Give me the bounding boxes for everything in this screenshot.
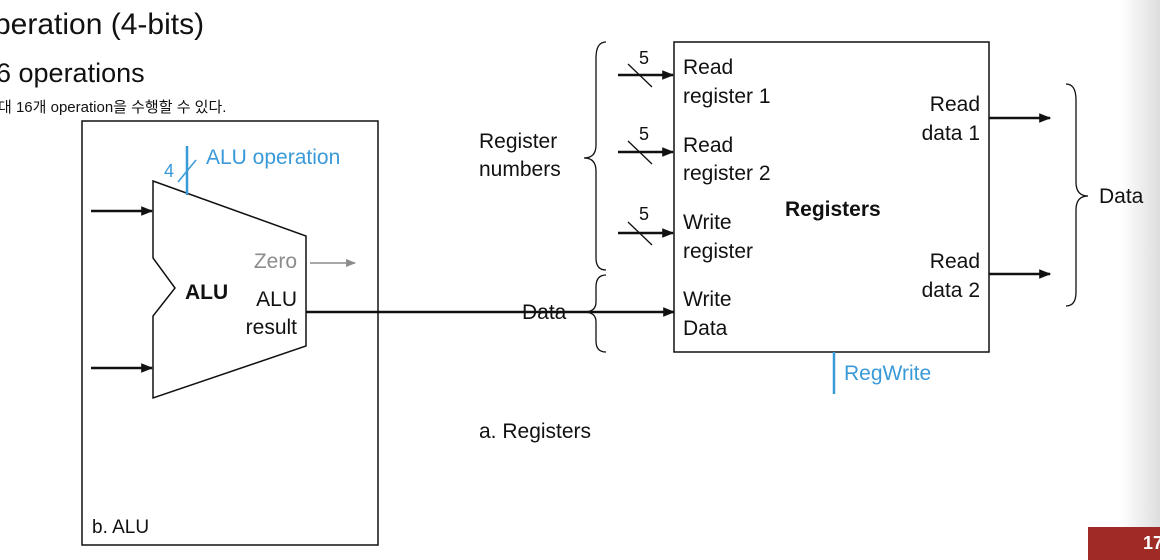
read-register-1-label-b: register 1: [683, 85, 771, 108]
registers-panel: Registers 5 Read register 1 5 Read regis…: [479, 41, 1144, 443]
alu-operation-label: ALU operation: [206, 146, 340, 169]
read-register-2-slash: [627, 140, 653, 165]
page-number: 17: [1143, 533, 1160, 553]
read-register-1-label-a: Read: [683, 56, 733, 79]
read-data-2-label-a: Read: [930, 250, 980, 273]
page-number-tab: [1088, 527, 1160, 560]
read-register-1-bits: 5: [639, 48, 649, 68]
registers-panel-caption: a. Registers: [479, 420, 591, 443]
alu-result-label-2: result: [246, 316, 298, 339]
zero-label: Zero: [254, 250, 297, 273]
read-register-1-slash: [627, 63, 653, 88]
right-edge-shade: [1120, 0, 1160, 560]
write-register-label-a: Write: [683, 211, 732, 234]
data-output-brace: [1065, 83, 1089, 307]
registers-title: Registers: [785, 198, 881, 221]
write-register-label-b: register: [683, 240, 753, 263]
register-file-box: [673, 41, 990, 353]
read-data-1-label-a: Read: [930, 93, 980, 116]
register-numbers-label-2: numbers: [479, 158, 561, 181]
data-input-label: Data: [522, 301, 567, 324]
write-data-label-a: Write: [683, 288, 732, 311]
slide-title: peration (4-bits): [0, 8, 205, 41]
alu-panel-frame: [81, 120, 379, 546]
read-data-1-label-b: data 1: [922, 122, 980, 145]
alu-operation-bits: 4: [164, 161, 174, 181]
regwrite-label: RegWrite: [844, 362, 931, 385]
alu-panel: b. ALU 4 ALU operation ALU Zero ALU resu…: [81, 120, 379, 546]
alu-result-label-1: ALU: [256, 288, 297, 311]
register-numbers-brace: [583, 41, 607, 271]
alu-label: ALU: [185, 281, 228, 304]
data-input-brace: [583, 274, 607, 353]
alu-panel-caption: b. ALU: [92, 517, 149, 538]
read-data-2-label-b: data 2: [922, 279, 980, 302]
register-numbers-label-1: Register: [479, 130, 557, 153]
alu-shape: [152, 179, 307, 400]
bullet-operations: 6 operations: [0, 58, 145, 88]
read-register-2-bits: 5: [639, 124, 649, 144]
write-register-bits: 5: [639, 204, 649, 224]
subnote-text: 대 16개 operation을 수행할 수 있다.: [0, 99, 227, 116]
read-register-2-label-a: Read: [683, 134, 733, 157]
data-output-label: Data: [1099, 185, 1144, 208]
write-register-slash: [627, 221, 653, 246]
read-register-2-label-b: register 2: [683, 162, 771, 185]
write-data-label-b: Data: [683, 317, 728, 340]
alu-operation-slash: [177, 159, 197, 183]
